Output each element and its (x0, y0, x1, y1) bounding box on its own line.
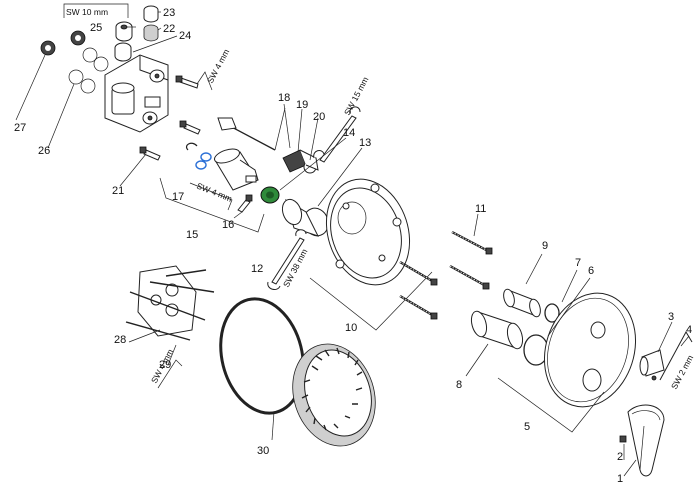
hex-key-bottom (157, 359, 183, 389)
callout-19: 19 (296, 99, 308, 111)
part-18-spindle (217, 117, 276, 151)
screw-top (175, 75, 199, 89)
callout-5: 5 (524, 421, 530, 433)
valve-body (104, 54, 169, 133)
bracket-10 (309, 271, 433, 331)
callout-3: 3 (668, 311, 674, 323)
leader-28 (128, 329, 161, 343)
rough-cover (292, 343, 376, 447)
part-1-lever-handle (627, 404, 665, 477)
part-16-screw (237, 194, 253, 213)
callout-numbers: 27 26 25 23 22 24 21 18 19 20 14 13 17 1… (14, 7, 692, 485)
part-19-20-diverter (282, 149, 319, 174)
part-17-clip-seals (185, 142, 212, 170)
part-13-sleeve (281, 198, 329, 237)
leaders-right (465, 253, 690, 477)
part-3-cap (639, 349, 665, 377)
part-11-screws (399, 230, 493, 320)
screw-mid (179, 120, 201, 135)
part-22-insert (143, 24, 159, 42)
callout-24: 24 (179, 30, 191, 42)
callout-30: 30 (257, 445, 269, 457)
callout-18: 18 (278, 92, 290, 104)
part-25-fitting (115, 21, 133, 42)
callout-8: 8 (456, 379, 462, 391)
callout-21: 21 (112, 185, 124, 197)
part-28-frame (125, 265, 215, 341)
callout-7: 7 (575, 257, 581, 269)
part-26-o-rings (68, 47, 109, 94)
wrench-sw15 (313, 106, 361, 163)
callout-9: 9 (542, 240, 548, 252)
cartridge-body (213, 148, 259, 191)
callout-13: 13 (359, 137, 371, 149)
hex-key-top (196, 71, 213, 91)
part-30-o-ring (219, 297, 305, 415)
hex-key-mid (189, 182, 233, 211)
callout-25: 25 (90, 22, 102, 34)
sw4-top-label: SW 4 mm (205, 47, 231, 85)
sw10-label: SW 10 mm (66, 7, 108, 17)
callout-29: 29 (159, 359, 171, 371)
part-5-trim-plate (543, 292, 637, 408)
callout-20: 20 (313, 111, 325, 123)
callout-28: 28 (114, 334, 126, 346)
part-7-o-ring (544, 303, 560, 323)
callout-23: 23 (163, 7, 175, 19)
bracket-15 (159, 177, 265, 233)
leaders-top-left (15, 11, 178, 187)
part-24-fitting (114, 42, 132, 62)
part-2-grub-screw (619, 435, 627, 443)
wrench-sw38 (267, 229, 307, 290)
part-4-wrench (651, 330, 693, 381)
screw-21 (139, 146, 161, 161)
callout-27: 27 (14, 122, 26, 134)
callout-6: 6 (588, 265, 594, 277)
sw2-label: SW 2 mm (669, 353, 695, 391)
callout-14: 14 (343, 127, 355, 139)
bracket-5 (497, 377, 605, 433)
callout-1: 1 (617, 473, 623, 485)
leader-11 (473, 213, 479, 237)
callout-12: 12 (251, 263, 263, 275)
callout-10: 10 (345, 322, 357, 334)
valve-body-group: SW 10 mm (40, 3, 231, 133)
callout-26: 26 (38, 145, 50, 157)
callout-22: 22 (163, 23, 175, 35)
callout-4: 4 (686, 324, 692, 336)
sw4-mid-label: SW 4 mm (195, 181, 233, 204)
leaders-middle (233, 103, 363, 219)
part-23-cap (143, 5, 159, 23)
callout-17: 17 (172, 191, 184, 203)
callout-2: 2 (617, 451, 623, 463)
callout-15: 15 (186, 229, 198, 241)
callout-11: 11 (475, 203, 486, 215)
part-27-plugs (40, 30, 86, 56)
leader-29 (167, 344, 177, 366)
part-9-sleeve (503, 288, 541, 318)
part-10-plate (325, 178, 411, 286)
part-14-green-cap (260, 186, 280, 204)
leader-30 (271, 411, 275, 441)
callout-16: 16 (222, 219, 234, 231)
part-8-sleeve (470, 310, 524, 350)
